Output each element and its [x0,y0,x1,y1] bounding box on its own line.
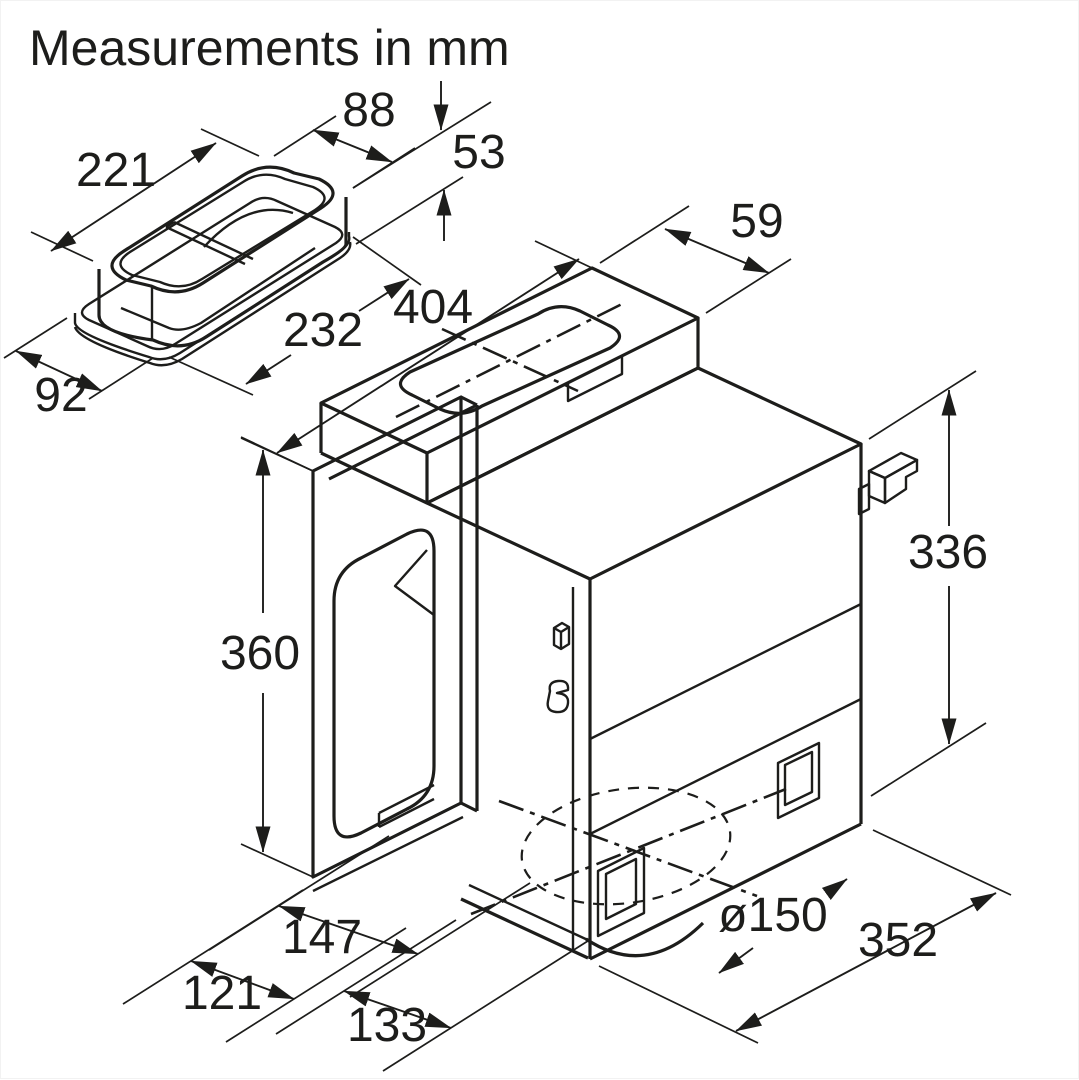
unit-dimensions [122,205,1012,1072]
dim-label-352: 352 [858,914,938,967]
duct-centerline-a [470,787,787,916]
vent-front [596,846,646,938]
clip-icon-top [552,621,571,651]
duct-centerline-b [498,799,758,898]
duct-circle-dashed [520,786,732,906]
dim-label-121: 121 [182,967,262,1020]
dim-label-92: 92 [34,369,87,422]
dim-line-147 [278,905,419,955]
tray-base-plate [80,196,344,351]
dim-line-121 [190,960,295,1000]
body-top-face [425,366,863,581]
dim-line-404 [276,258,580,454]
dim-line-352 [735,892,997,1032]
dim-line-88 [312,129,393,163]
dim-line-59 [664,228,770,274]
dim-line-92 [15,350,103,392]
dim-line-221 [50,142,217,252]
dim-label-59: 59 [730,195,783,248]
panel-cutout-fold [393,549,435,616]
dim-label-360: 360 [220,627,300,680]
dim-label-232: 232 [283,304,363,357]
body-seam-1 [589,602,862,741]
dim-line-duct-a [718,947,754,974]
dim-line-232a [245,354,292,385]
duct-collar [585,921,705,958]
body-seam-2 [589,697,862,836]
panel-cutout [332,528,436,839]
tray-rim-outer [110,165,335,294]
dim-label-duct-diameter: ø150 [718,889,827,942]
dim-label-404: 404 [393,281,473,334]
vent-right [776,741,821,820]
dim-line-133 [343,990,452,1029]
dim-label-88: 88 [342,84,395,137]
tray-dimensions [3,81,492,400]
dim-label-336: 336 [908,526,988,579]
dim-label-221: 221 [76,144,156,197]
power-plug-icon [857,451,919,516]
page-title: Measurements in mm [29,20,510,76]
tray-rim-inner [119,173,326,288]
dim-label-133: 133 [347,999,427,1052]
dim-label-147: 147 [282,911,362,964]
dim-line-duct-b [821,878,848,901]
clip-icon-bottom [546,679,570,714]
dim-label-53: 53 [452,126,505,179]
